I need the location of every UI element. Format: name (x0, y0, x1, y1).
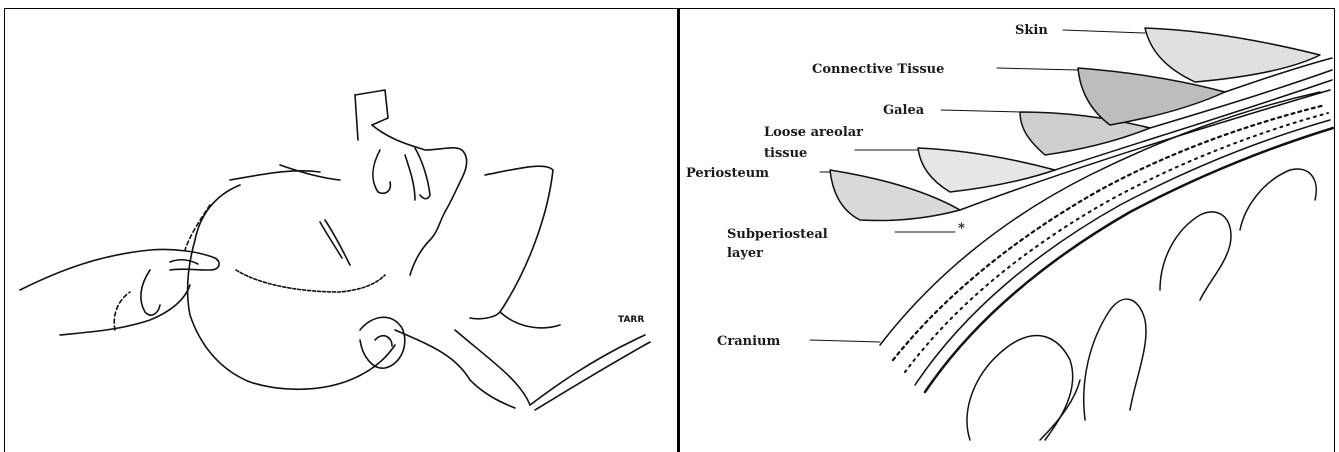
label-layer: layer (727, 246, 763, 261)
brain-gyri (967, 336, 1073, 440)
label-galea: Galea (883, 103, 925, 118)
label-loose-areolar: Loose areolar (764, 125, 863, 140)
label-connective-tissue: Connective Tissue (812, 62, 944, 77)
label-periosteum: Periosteum (686, 166, 769, 181)
loose-areolar-wedge (918, 148, 1055, 192)
label-cranium: Cranium (717, 334, 780, 349)
label-skin: Skin (1015, 23, 1048, 38)
skin-wedge (1145, 28, 1320, 82)
label-tissue: tissue (764, 146, 807, 161)
asterisk-marker: * (958, 221, 965, 236)
label-subperiosteal: Subperiosteal (727, 227, 828, 242)
